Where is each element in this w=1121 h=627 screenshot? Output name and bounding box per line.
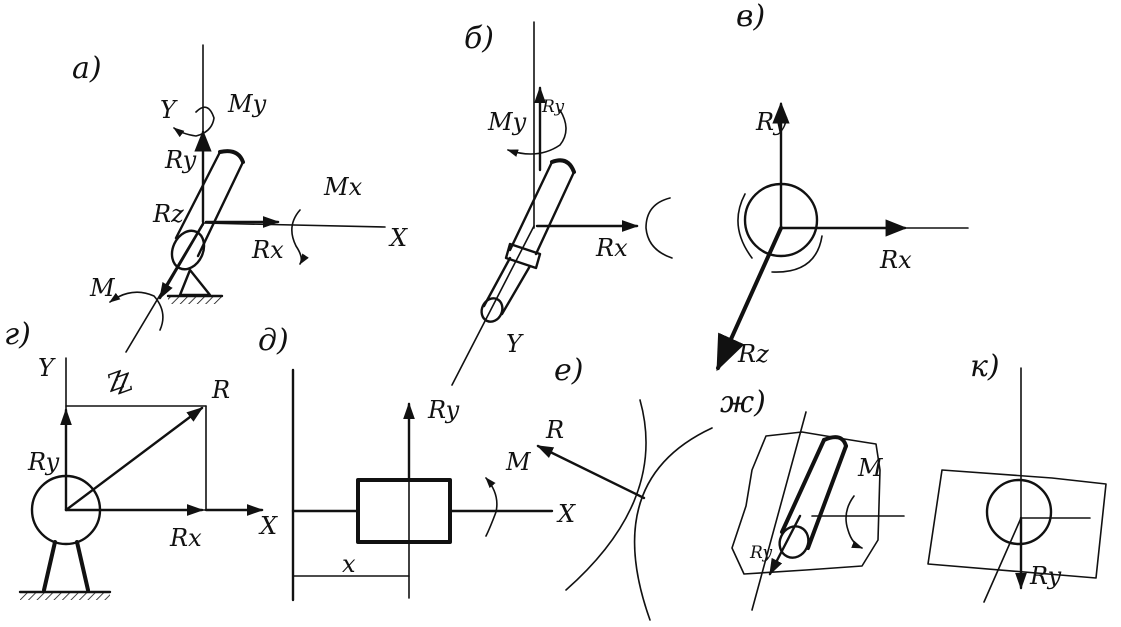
shaft-b-neck-right: [500, 264, 532, 316]
reaction-r-arrow-e: [536, 444, 646, 500]
panel-label-b: б): [464, 21, 494, 56]
surface-plate-k: [927, 469, 1107, 579]
panel-g: г) Y Z R Ry Rx X: [4, 317, 278, 600]
reaction-r-label-e: R: [545, 416, 564, 444]
reaction-ry-label-d: Ry: [427, 396, 460, 424]
reaction-ry-label-g: Ry: [27, 448, 60, 476]
moment-m-arc-a: [109, 291, 164, 331]
shaft-b-edge-right: [534, 170, 576, 256]
moment-my-label: My: [227, 90, 267, 118]
moment-m-arc-d: [485, 477, 498, 537]
moment-m-label-d: M: [505, 448, 532, 476]
hinge-circle-g: [30, 474, 102, 546]
support-hatch: [168, 297, 222, 304]
panel-v: в) Ry Rx Rz: [716, 0, 969, 372]
support-triangle: [178, 268, 212, 297]
reaction-ry-arrow-zh: [768, 514, 802, 576]
surface-arc-2: [633, 427, 713, 621]
surface-plate-zh: [731, 431, 881, 575]
reaction-rz-label: Rz: [152, 200, 184, 228]
panel-k: к) Ry: [927, 349, 1107, 603]
axis-label-y-g: Y: [38, 354, 56, 382]
axis-label-y-b: Y: [506, 330, 524, 358]
shaft-b-end: [550, 158, 576, 174]
axis-z-k: [983, 517, 1022, 603]
shaft-b-collar: [504, 242, 542, 270]
panel-label-zh: ж): [720, 385, 766, 420]
moment-mx-arc: [291, 209, 309, 265]
shaft-end: [218, 149, 245, 164]
dimension-label-x-d: x: [342, 550, 356, 578]
shaft-b-neck-left: [482, 256, 512, 308]
panel-label-v: в): [736, 0, 765, 34]
reaction-rx-label: Rx: [251, 236, 284, 264]
reaction-rx-label-b: Rx: [595, 234, 628, 262]
shaft-zh-base: [778, 525, 810, 559]
reaction-rz-arrow: [158, 222, 205, 300]
moment-arc-v-left: [737, 193, 753, 259]
reaction-rx-label-g: Rx: [169, 524, 202, 552]
support-leg-right: [75, 540, 90, 592]
reaction-r-label-g: R: [211, 376, 230, 404]
panel-label-k: к): [970, 349, 1000, 384]
moment-m-label-zh: M: [857, 454, 884, 482]
reaction-ry-label-zh: Ry: [749, 543, 773, 563]
slider-block-d: [356, 478, 452, 544]
surface-arc-1: [565, 399, 647, 591]
reaction-ry-label: Ry: [164, 146, 197, 174]
moment-m-label-a: M: [89, 274, 116, 302]
moment-my-arc: [173, 106, 215, 138]
bracket-b: [645, 197, 673, 259]
moment-m-arc-zh: [845, 495, 864, 549]
axis-label-x-g: X: [258, 512, 278, 540]
panel-label-g: г): [4, 317, 31, 352]
shaft-zh-end: [822, 435, 848, 448]
shaft-edge-left: [174, 150, 222, 240]
support-hatch-g: [20, 593, 110, 600]
reaction-r-arrow-g: [64, 406, 204, 512]
panel-label-d: д): [258, 323, 289, 358]
reaction-rx-label-v: Rx: [879, 246, 912, 274]
reaction-ry-label-b: Ry: [541, 97, 565, 117]
moment-arc-v-right: [771, 235, 823, 273]
shaft-b-edge-left: [508, 160, 554, 252]
hinge-circle-k: [985, 478, 1053, 546]
axis-label-x-d: X: [556, 500, 576, 528]
axis-label-y: Y: [160, 96, 178, 124]
reaction-rz-arrow-v: [716, 226, 783, 372]
reaction-ry-label-k: Ry: [1029, 562, 1062, 590]
axis-label-x: X: [388, 224, 408, 252]
moment-my-arc-b: [506, 109, 567, 157]
reaction-ry-label-v: Ry: [755, 108, 788, 136]
support-leg-left: [42, 540, 57, 592]
shaft-zh-edge-right: [806, 444, 848, 550]
panel-zh: ж) M Ry: [720, 385, 905, 611]
shaft-b-tip: [480, 297, 504, 323]
panel-a: а) Y X Z Ry Rz Rx My Mx M: [72, 44, 408, 400]
moment-mx-label: Mx: [323, 173, 363, 201]
panel-d: д) Ry M X x: [258, 323, 576, 602]
axis-z-b: [451, 225, 535, 386]
panel-label-a: а): [72, 51, 102, 86]
axis-z-zh: [751, 411, 807, 611]
panel-b: б) My Ry Rx Y: [451, 21, 673, 386]
moment-my-label-b: My: [487, 108, 527, 136]
axis-x: [202, 222, 386, 228]
shaft-bearing: [170, 229, 206, 271]
hinge-circle-v: [743, 182, 819, 258]
panel-e: е) R: [536, 353, 713, 621]
reaction-rz-label-v: Rz: [737, 340, 769, 368]
shaft-edge-right: [196, 160, 245, 258]
shaft-zh-edge-left: [780, 438, 826, 534]
panel-label-e: е): [554, 353, 583, 388]
